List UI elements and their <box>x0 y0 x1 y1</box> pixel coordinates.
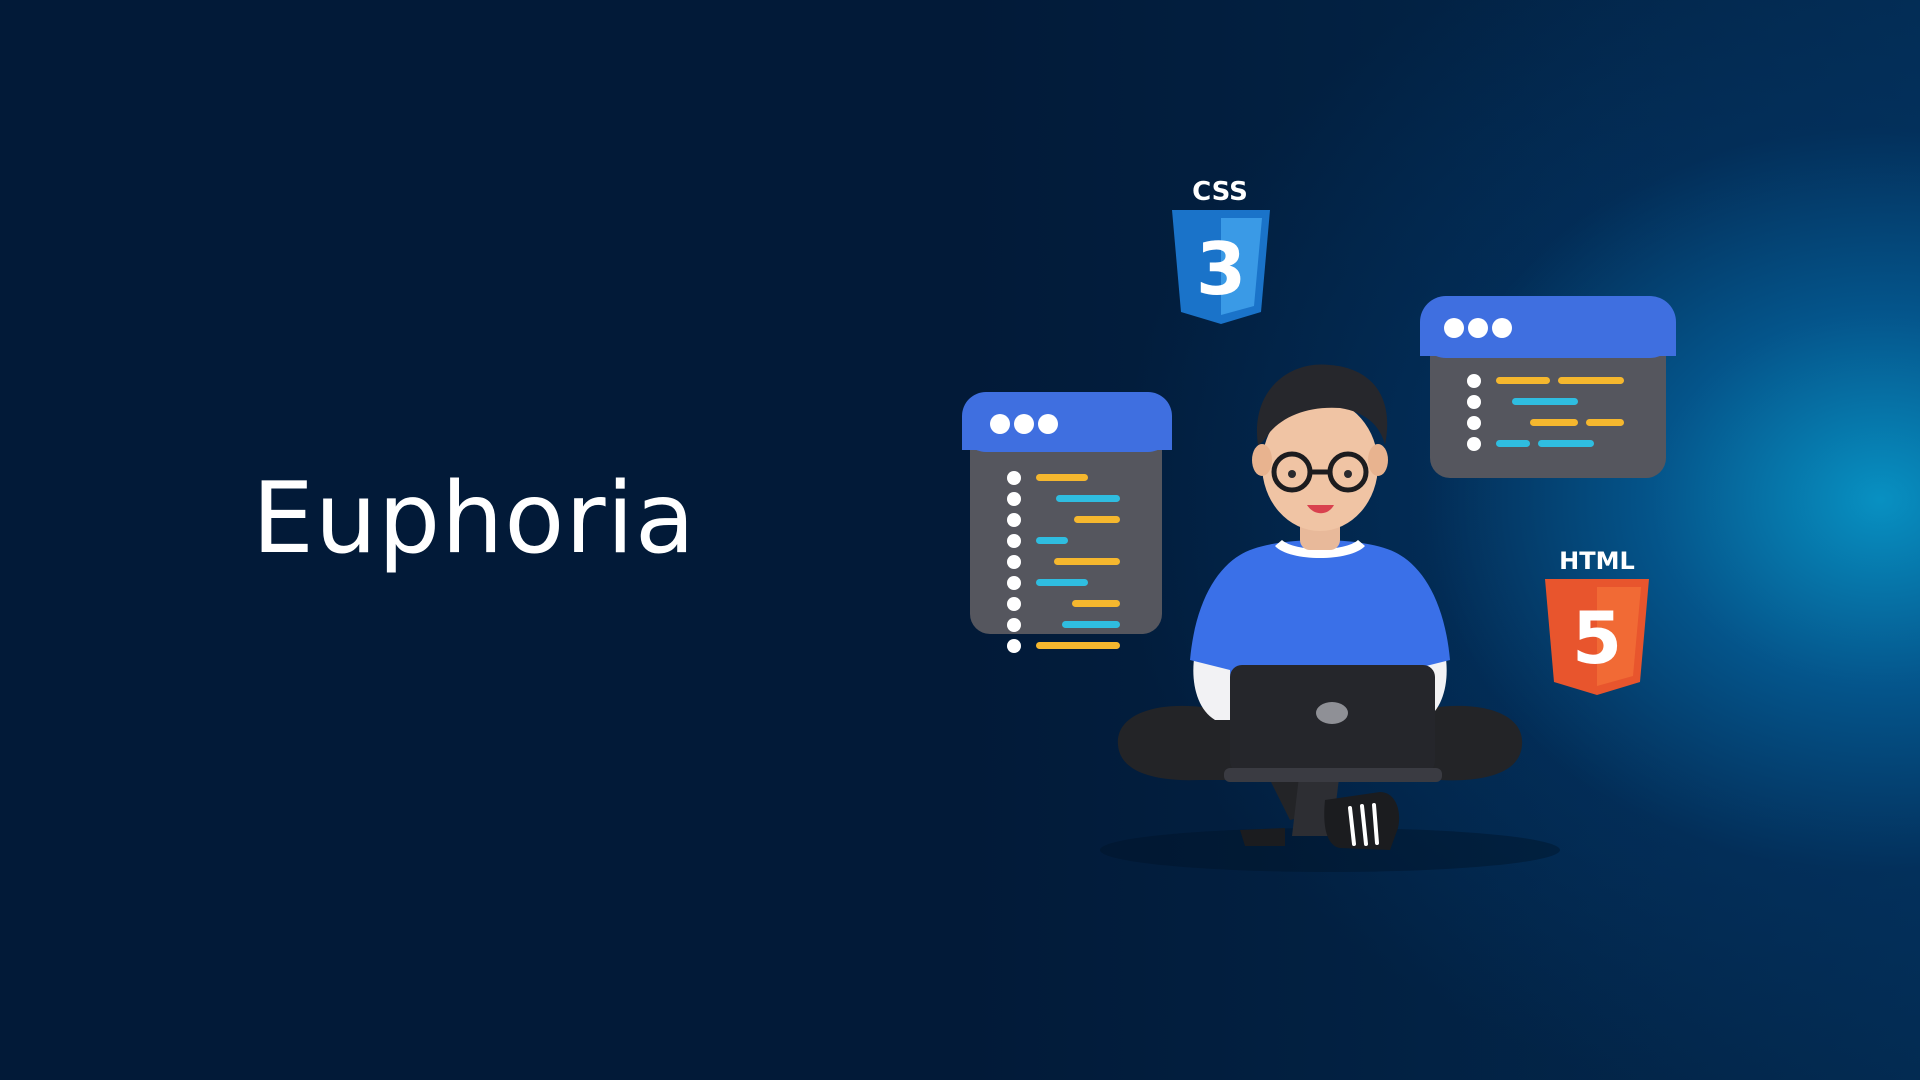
css-logo-label: CSS <box>1192 177 1248 207</box>
code-window-left <box>962 392 1172 653</box>
glasses-icon <box>1271 451 1369 493</box>
floor-shadow <box>1100 828 1560 872</box>
css-logo-number: 3 <box>1196 227 1246 311</box>
html5-logo: HTML 5 <box>1545 547 1649 695</box>
window-dot <box>1444 318 1464 338</box>
css3-logo: CSS 3 <box>1172 177 1270 324</box>
window-dot <box>1468 318 1488 338</box>
hair <box>1256 364 1388 445</box>
ear-left <box>1252 444 1272 476</box>
laptop-logo <box>1316 702 1348 724</box>
html-logo-number: 5 <box>1572 596 1622 680</box>
html-logo-label: HTML <box>1559 547 1635 575</box>
html-shield-light <box>1597 587 1641 686</box>
window-dot <box>1038 414 1058 434</box>
head <box>1262 399 1378 531</box>
laptop <box>1224 665 1442 782</box>
smile <box>1307 505 1334 514</box>
developer-illustration: CSS 3 HTML 5 <box>962 177 1676 872</box>
code-lines <box>1467 374 1624 451</box>
code-lines <box>1007 471 1120 653</box>
css-shield-light <box>1221 218 1262 315</box>
window-dot <box>1014 414 1034 434</box>
window-dot <box>990 414 1010 434</box>
code-window-right <box>1420 296 1676 478</box>
window-body <box>970 422 1162 634</box>
developer-figure <box>1117 364 1523 850</box>
ear-right <box>1368 444 1388 476</box>
page-title: Euphoria <box>252 462 696 576</box>
window-dot <box>1492 318 1512 338</box>
